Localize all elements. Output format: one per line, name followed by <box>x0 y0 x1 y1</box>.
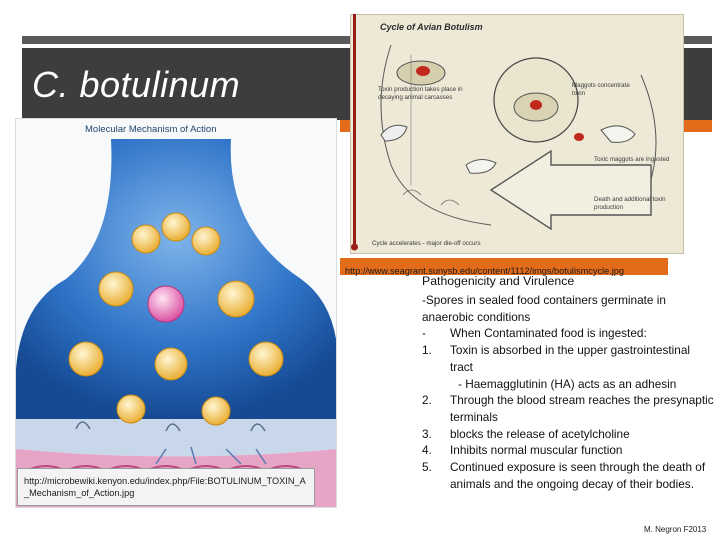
list-number-4: 4. <box>422 443 432 458</box>
cycle-label-toxin-production: Toxin production takes place in decaying… <box>378 86 463 101</box>
intro-text: -Spores in sealed food containers germin… <box>422 293 666 324</box>
mechanism-figure-title: Molecular Mechanism of Action <box>85 124 217 135</box>
cycle-label-ingested: Toxic maggots are ingested <box>594 156 670 163</box>
list-item-5-text: Continued exposure is seen through the d… <box>450 460 706 491</box>
pathogenicity-text: Pathogenicity and Virulence -Spores in s… <box>422 274 714 492</box>
section-heading: Pathogenicity and Virulence <box>422 274 575 288</box>
list-item-2-text: Through the blood stream reaches the pre… <box>450 393 714 424</box>
thermometer-bar-icon <box>351 14 358 251</box>
list-item-1: 1. Toxin is absorbed in the upper gastro… <box>422 342 714 375</box>
avian-cycle-title: Cycle of Avian Botulism <box>380 22 483 32</box>
list-item-3: 3. blocks the release of acetylcholine <box>422 426 714 443</box>
list-item-3-text: blocks the release of acetylcholine <box>450 426 630 441</box>
left-figure-url[interactable]: http://microbewiki.kenyon.edu/index.php/… <box>24 476 306 498</box>
dash-item: - When Contaminated food is ingested: <box>422 325 714 342</box>
list-number-5: 5. <box>422 460 432 475</box>
list-item-1-text: Toxin is absorbed in the upper gastroint… <box>450 343 691 374</box>
dash-item-text: When Contaminated food is ingested: <box>450 326 647 341</box>
list-item-2: 2. Through the blood stream reaches the … <box>422 392 714 425</box>
dash-marker: - <box>422 326 426 341</box>
list-item-5: 5. Continued exposure is seen through th… <box>422 459 714 492</box>
sub-item-ha: - Haemagglutinin (HA) acts as an adhesin <box>458 376 677 391</box>
author-credit: M. Negron F2013 <box>644 525 707 534</box>
slide-title: C. botulinum <box>32 64 241 105</box>
molecular-mechanism-image <box>15 118 337 508</box>
right-figure-url[interactable]: http://www.seagrant.sunysb.edu/content/1… <box>345 266 625 276</box>
avian-botulism-cycle-image <box>350 14 684 254</box>
list-number-1: 1. <box>422 343 432 358</box>
list-item-4-text: Inhibits normal muscular function <box>450 443 623 458</box>
cycle-label-die-off: Cycle accelerates - major die-off occurs <box>372 240 481 247</box>
left-figure-caption: http://microbewiki.kenyon.edu/index.php/… <box>17 468 315 506</box>
list-item-4: 4. Inhibits normal muscular function <box>422 442 714 459</box>
cycle-label-maggots: Maggots concentrate toxin <box>572 82 630 97</box>
right-figure-caption: http://www.seagrant.sunysb.edu/content/1… <box>340 258 668 276</box>
list-number-3: 3. <box>422 426 432 441</box>
cycle-label-death: Death and additional toxin production <box>594 196 666 211</box>
list-number-2: 2. <box>422 393 432 408</box>
